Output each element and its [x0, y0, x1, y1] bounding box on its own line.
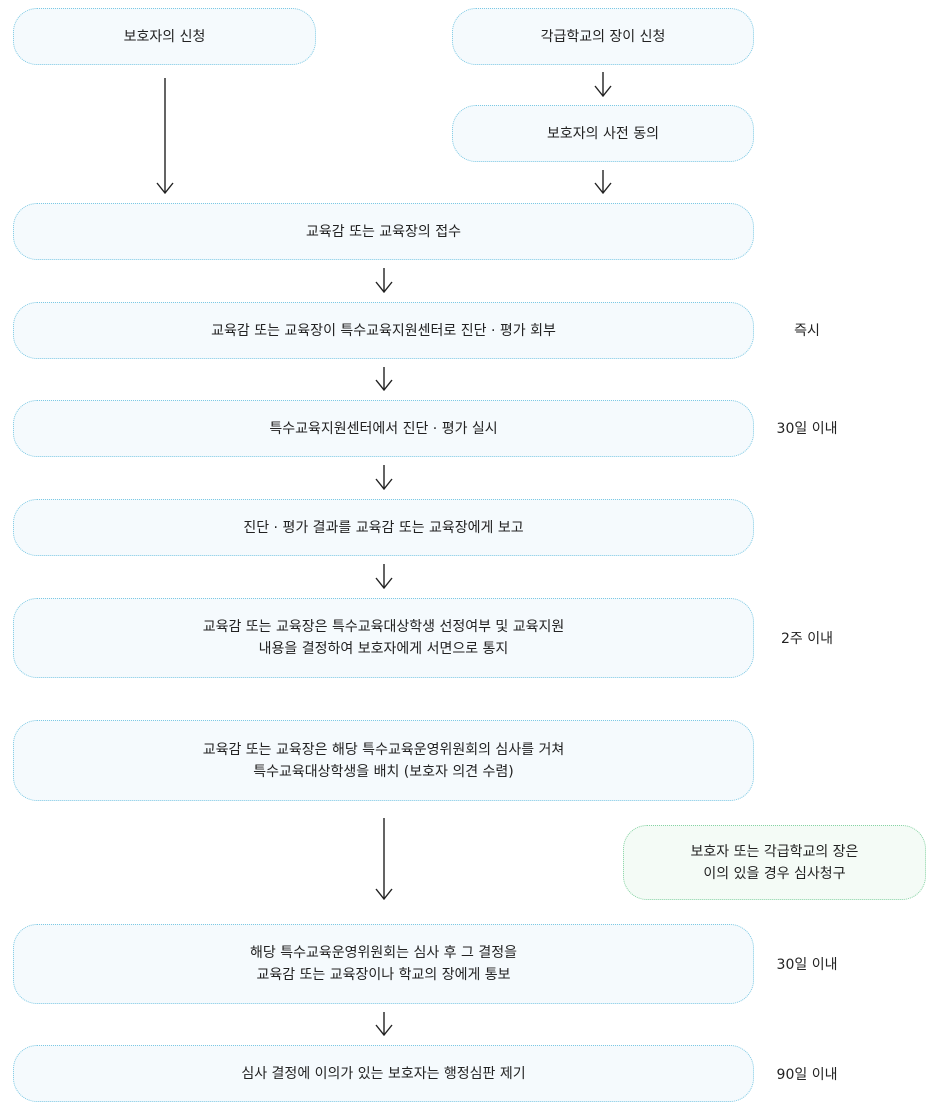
deadline-appeal: 90일 이내 — [776, 1067, 838, 1083]
step-review: 해당 특수교육운영위원회는 심사 후 그 결정을 교육감 또는 교육장이나 학교… — [13, 924, 754, 1004]
step-label: 교육감 또는 교육장의 접수 — [305, 223, 462, 240]
arrowhead — [375, 1024, 393, 1037]
step-label: 교육감 또는 교육장이나 학교의 장에게 통보 — [256, 967, 511, 983]
arrowhead — [375, 281, 393, 294]
step-label: 각급학교의 장이 신청 — [540, 28, 666, 45]
step-label: 심사 결정에 이의가 있는 보호자는 행정심판 제기 — [241, 1065, 526, 1082]
arrowhead — [375, 379, 393, 392]
step-placement: 교육감 또는 교육장은 해당 특수교육운영위원회의 심사를 거쳐 특수교육대상학… — [13, 720, 754, 801]
note-label: 보호자 또는 각급학교의 장은 — [690, 843, 859, 860]
step-label: 해당 특수교육운영위원회는 심사 후 그 결정을 — [250, 945, 517, 961]
arrowhead — [375, 888, 393, 901]
deadline-decision: 2주 이내 — [781, 631, 833, 647]
step-referral: 교육감 또는 교육장이 특수교육지원센터로 진단 · 평가 회부 — [13, 302, 754, 359]
step-assessment: 특수교육지원센터에서 진단 · 평가 실시 — [13, 400, 754, 457]
step-label: 특수교육지원센터에서 진단 · 평가 실시 — [269, 420, 498, 437]
deadline-referral: 즉시 — [794, 323, 820, 339]
note-label: 이의 있을 경우 심사청구 — [703, 865, 846, 882]
step-report: 진단 · 평가 결과를 교육감 또는 교육장에게 보고 — [13, 499, 754, 556]
step-guardian-prior-consent: 보호자의 사전 동의 — [452, 105, 754, 162]
arrowhead — [594, 182, 612, 195]
step-school-head-request: 각급학교의 장이 신청 — [452, 8, 754, 65]
deadline-review: 30일 이내 — [776, 957, 838, 973]
arrowhead — [156, 182, 174, 195]
step-label: 교육감 또는 교육장이 특수교육지원센터로 진단 · 평가 회부 — [211, 322, 556, 339]
step-appeal: 심사 결정에 이의가 있는 보호자는 행정심판 제기 — [13, 1045, 754, 1102]
step-reception: 교육감 또는 교육장의 접수 — [13, 203, 754, 260]
deadline-assessment: 30일 이내 — [776, 421, 838, 437]
step-decision: 교육감 또는 교육장은 특수교육대상학생 선정여부 및 교육지원 내용을 결정하… — [13, 598, 754, 678]
step-label: 교육감 또는 교육장은 특수교육대상학생 선정여부 및 교육지원 — [202, 619, 565, 635]
appeal-note: 보호자 또는 각급학교의 장은 이의 있을 경우 심사청구 — [623, 825, 926, 900]
arrowhead — [375, 478, 393, 491]
step-label: 진단 · 평가 결과를 교육감 또는 교육장에게 보고 — [243, 519, 524, 536]
step-label: 특수교육대상학생을 배치 (보호자 의견 수렴) — [253, 763, 514, 780]
step-label: 보호자의 사전 동의 — [547, 125, 659, 142]
step-guardian-request: 보호자의 신청 — [13, 8, 316, 65]
arrowhead — [594, 85, 612, 98]
step-label: 보호자의 신청 — [123, 28, 206, 45]
step-label: 교육감 또는 교육장은 해당 특수교육운영위원회의 심사를 거쳐 — [202, 741, 565, 758]
arrowhead — [375, 577, 393, 590]
step-label: 내용을 결정하여 보호자에게 서면으로 통지 — [258, 641, 509, 657]
